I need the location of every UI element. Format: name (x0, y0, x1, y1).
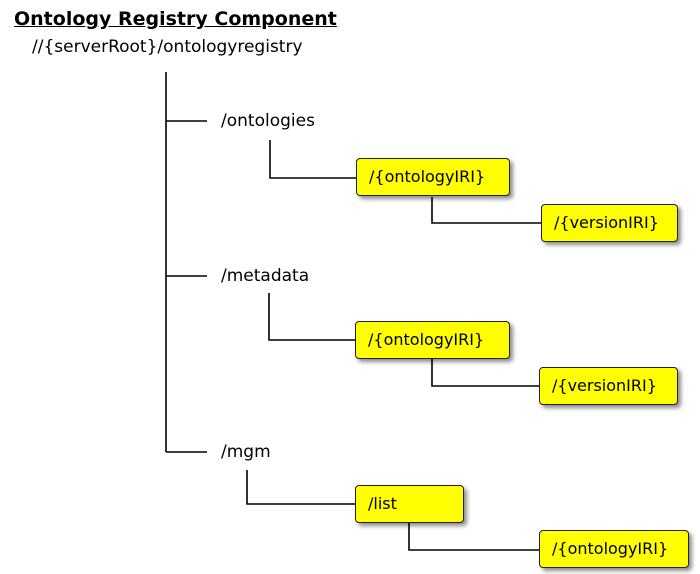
branch-label-ontologies: /ontologies (221, 111, 315, 131)
child-connector-mgm (246, 470, 355, 505)
node-list: /list (355, 485, 464, 523)
grandchild-connector-ontologies (431, 197, 541, 224)
branch-label-metadata: /metadata (221, 266, 310, 286)
grandchild-connector-metadata (431, 359, 539, 387)
child-connector-metadata (268, 293, 355, 341)
node-ontologyiri: /{ontologyIRI} (355, 321, 510, 359)
branch-label-mgm: /mgm (221, 442, 271, 462)
diagram-title: Ontology Registry Component (14, 8, 337, 30)
grandchild-connector-mgm (408, 523, 539, 551)
root-path: //{serverRoot}/ontologyregistry (32, 37, 303, 57)
node-ontologyiri: /{ontologyIRI} (356, 158, 510, 196)
node-versioniri: /{versionIRI} (541, 204, 678, 242)
node-ontologyiri: /{ontologyIRI} (539, 530, 689, 568)
node-versioniri: /{versionIRI} (539, 367, 678, 405)
child-connector-ontologies (269, 140, 356, 179)
